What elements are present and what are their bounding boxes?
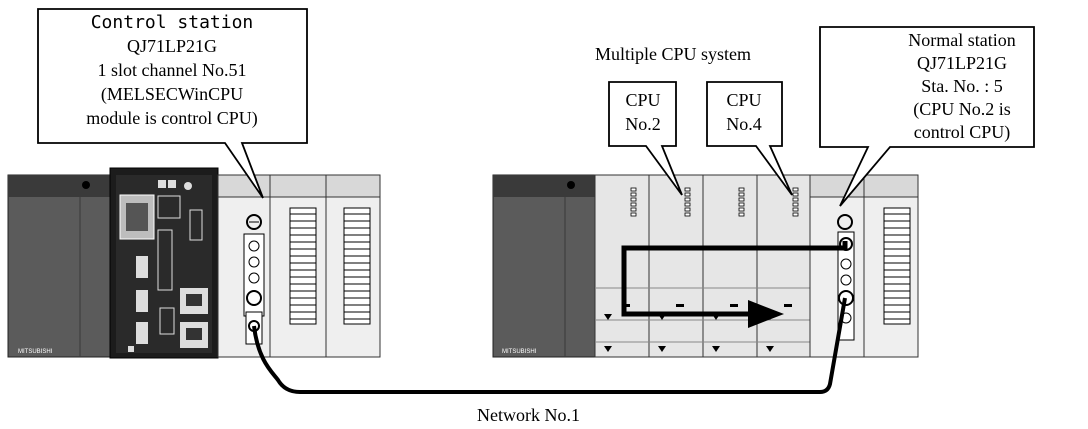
left-plc-rack: MITSUBISHI (7, 167, 381, 359)
normal-station-callout: Normal station QJ71LP21G Sta. No. : 5 (C… (819, 26, 1035, 207)
normal-station-line-1: Normal station (908, 30, 1015, 50)
control-station-line-3: (MELSECWinCPU (101, 84, 243, 105)
multiple-cpu-system-label: Multiple CPU system (595, 44, 751, 64)
normal-station-line-2: QJ71LP21G (917, 53, 1007, 73)
cpu-no2-line-2: No.2 (625, 114, 661, 134)
cpu-no2-callout: CPU No.2 (608, 81, 683, 196)
control-station-line-1: QJ71LP21G (127, 36, 217, 56)
control-station-callout: Control station QJ71LP21G 1 slot channel… (37, 8, 308, 199)
normal-station-line-5: control CPU) (914, 122, 1011, 143)
normal-station-line-4: (CPU No.2 is (913, 99, 1011, 120)
normal-station-line-3: Sta. No. : 5 (921, 76, 1003, 96)
brand-label-left: MITSUBISHI (18, 349, 53, 355)
control-path-arrow (621, 241, 848, 328)
power-indicator-icon (82, 181, 90, 189)
cpu-no2-line-1: CPU (625, 90, 660, 110)
power-indicator-icon-right (567, 181, 575, 189)
network-cable (252, 297, 847, 394)
control-station-line-2: 1 slot channel No.51 (98, 60, 247, 80)
cpu-no4-line-1: CPU (726, 90, 761, 110)
brand-label-right: MITSUBISHI (502, 349, 537, 355)
cpu-no4-callout: CPU No.4 (706, 81, 793, 196)
network-label: Network No.1 (477, 405, 580, 425)
cpu-no4-line-2: No.4 (726, 114, 762, 134)
control-station-line-4: module is control CPU) (86, 108, 258, 129)
control-station-title: Control station (91, 12, 254, 33)
right-plc-rack: MITSUBISHI (492, 174, 919, 358)
